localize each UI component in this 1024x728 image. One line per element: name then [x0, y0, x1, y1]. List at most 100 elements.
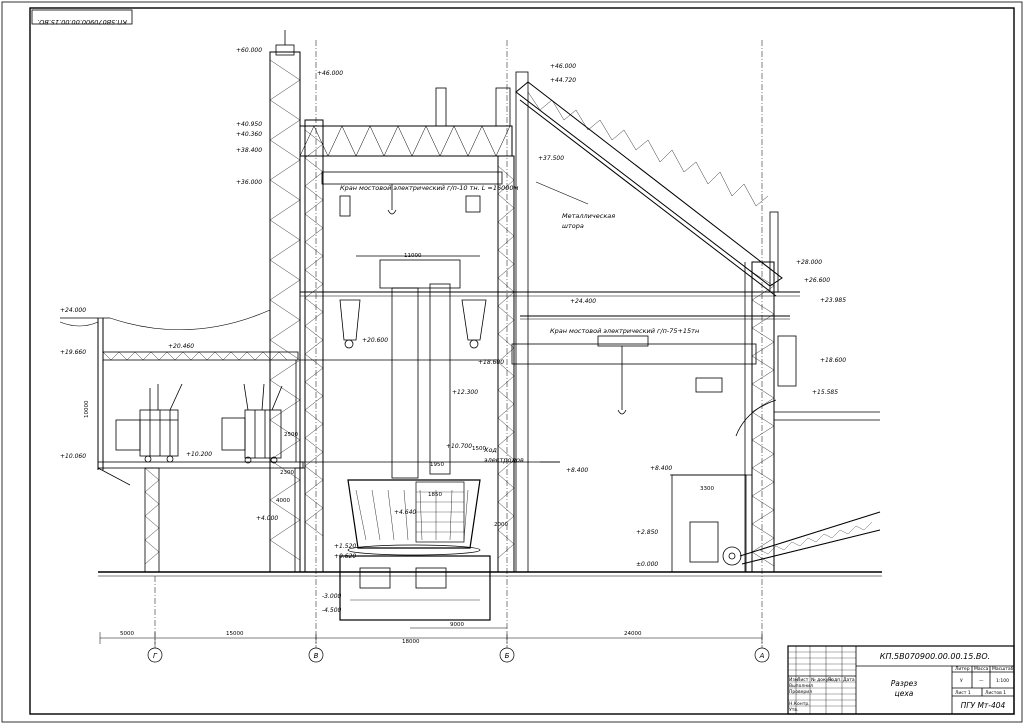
tb-code: КП.5В070900.00.00.15.ВО.: [880, 652, 990, 661]
elev-40-360: +40.360: [236, 131, 262, 138]
dim-11000: 11000: [404, 253, 422, 259]
axis-g: Г: [153, 652, 158, 660]
tb-h-mass: Масса: [974, 666, 989, 672]
elev-20-600: +20.600: [362, 337, 388, 344]
dim-1950: 1950: [430, 462, 444, 468]
tower-left: [269, 30, 324, 573]
tb-col-sign: Подп.: [828, 677, 842, 683]
rotated-code-box: КП.5В070900.00.00.15.ВО.: [31, 9, 133, 26]
elev-0: ±0.000: [636, 561, 658, 568]
dim-1500: 1500: [472, 446, 486, 452]
tb-row-chk: Проверил: [789, 689, 812, 695]
tb-v-scale: 1:100: [996, 678, 1009, 684]
elev-38: +38.400: [236, 147, 262, 154]
conveyor-gallery: [515, 81, 783, 297]
notes: Кран мостовой электрический г/п-10 тн. L…: [340, 184, 699, 464]
curtain-label-1: Металлическая: [562, 212, 615, 220]
elev-46-right: +46.000: [550, 63, 576, 70]
elev-60: +60.000: [236, 47, 262, 54]
title-block: [787, 645, 1015, 715]
axis-a: А: [759, 652, 765, 660]
dimension-chain: [99, 627, 763, 644]
elev-15: +15.585: [812, 389, 838, 396]
bottom-15000: 15000: [226, 631, 244, 637]
elevation-marks: +60.000 +46.000 +46.000 +44.720 +40.950 …: [60, 47, 846, 614]
dim-2500: 2500: [284, 432, 298, 438]
bottom-5000: 5000: [120, 631, 134, 637]
bottom-24000: 24000: [624, 631, 642, 637]
bottom-18000: 18000: [402, 639, 420, 645]
column-a: [744, 261, 775, 573]
elev-46-left: +46.000: [317, 70, 343, 77]
dim-10000: 10000: [84, 400, 90, 418]
elev-40-950: +40.950: [236, 121, 262, 128]
tb-row-norm: Н.Контр.: [789, 701, 810, 707]
axis-b: Б: [505, 652, 510, 660]
elev-10-060: +10.060: [60, 453, 86, 460]
tb-name-2: цеха: [895, 689, 914, 698]
bottom-9000: 9000: [450, 622, 464, 628]
elev-19: +19.660: [60, 349, 86, 356]
sheet-frame: [29, 7, 1015, 715]
stroke-label-1: Ход: [483, 446, 497, 454]
rotated-code-text: КП.5В070900.00.00.15.ВО.: [37, 18, 127, 26]
elev-44: +44.720: [550, 77, 576, 84]
elev-8-4-a: +8.400: [566, 467, 588, 474]
tb-name-1: Разрез: [891, 679, 917, 688]
dim-2300: 2300: [280, 470, 294, 476]
elev-23: +23.985: [820, 297, 846, 304]
tb-group: ПГУ Мт-404: [961, 701, 1006, 710]
tb-col-list: Лист: [797, 677, 809, 683]
elev-m4: -4.500: [322, 607, 342, 614]
dim-2000: 2000: [494, 522, 508, 528]
curtain-label-2: штора: [562, 222, 584, 230]
title-block-text: КП.5В070900.00.00.15.ВО. Разрез цеха ПГУ…: [789, 652, 1014, 713]
crane-top-label: Кран мостовой электрический г/п-10 тн. L…: [340, 184, 519, 192]
tb-col-izm: Изм.: [789, 677, 800, 683]
elev-18-600-c: +18.600: [478, 359, 504, 366]
axis-bubbles: [147, 647, 770, 663]
tb-v-mass: —: [979, 679, 984, 684]
dim-4000: 4000: [276, 498, 290, 504]
elev-4-640: +4.640: [394, 509, 416, 516]
elev-0-620: +0.620: [334, 553, 356, 560]
elev-36: +36.000: [236, 179, 262, 186]
crane-hooks: [321, 171, 723, 415]
roof-truss: [299, 87, 513, 157]
elev-24-center: +24.400: [570, 298, 596, 305]
crane-mid-label: Кран мостовой электрический г/п-75+15тн: [550, 327, 699, 335]
stroke-label-2: электродов: [484, 456, 524, 464]
elev-1-520: +1.520: [334, 543, 356, 550]
arc-furnace: [339, 255, 491, 621]
tb-col-date: Дата: [843, 677, 855, 683]
elev-37: +37.500: [538, 155, 564, 162]
tb-row-appr: Утв.: [789, 707, 798, 713]
elev-18-600-r: +18.600: [820, 357, 846, 364]
tb-col-doc: № докум.: [811, 677, 833, 683]
elev-10-700: +10.700: [446, 443, 472, 450]
dim-3300: 3300: [700, 486, 714, 492]
axis-labels: Г В Б А: [153, 652, 765, 660]
elev-24-left: +24.000: [60, 307, 86, 314]
elev-2-850: +2.850: [636, 529, 658, 536]
tb-sheets: Листов 1: [985, 690, 1006, 696]
elev-4: +4.000: [256, 515, 278, 522]
dim-1850: 1850: [428, 492, 442, 498]
dimensions: 11000 10000 2500 2300 1500 1950 1850 400…: [84, 253, 714, 645]
elev-10-200: +10.200: [186, 451, 212, 458]
elev-26: +26.600: [804, 277, 830, 284]
switchyard: [59, 309, 306, 573]
tb-h-liter: Литер: [955, 666, 970, 672]
elev-m3: -3.000: [322, 593, 342, 600]
elev-8-4-b: +8.400: [650, 465, 672, 472]
tb-row-dev: Выполнил: [789, 683, 813, 689]
elev-12: +12.300: [452, 389, 478, 396]
axis-v: В: [314, 652, 319, 660]
tb-v-liter: У: [960, 678, 963, 684]
tb-sheet: Лист 1: [955, 690, 971, 696]
elev-28: +28.000: [796, 259, 822, 266]
column-b: [497, 71, 529, 573]
